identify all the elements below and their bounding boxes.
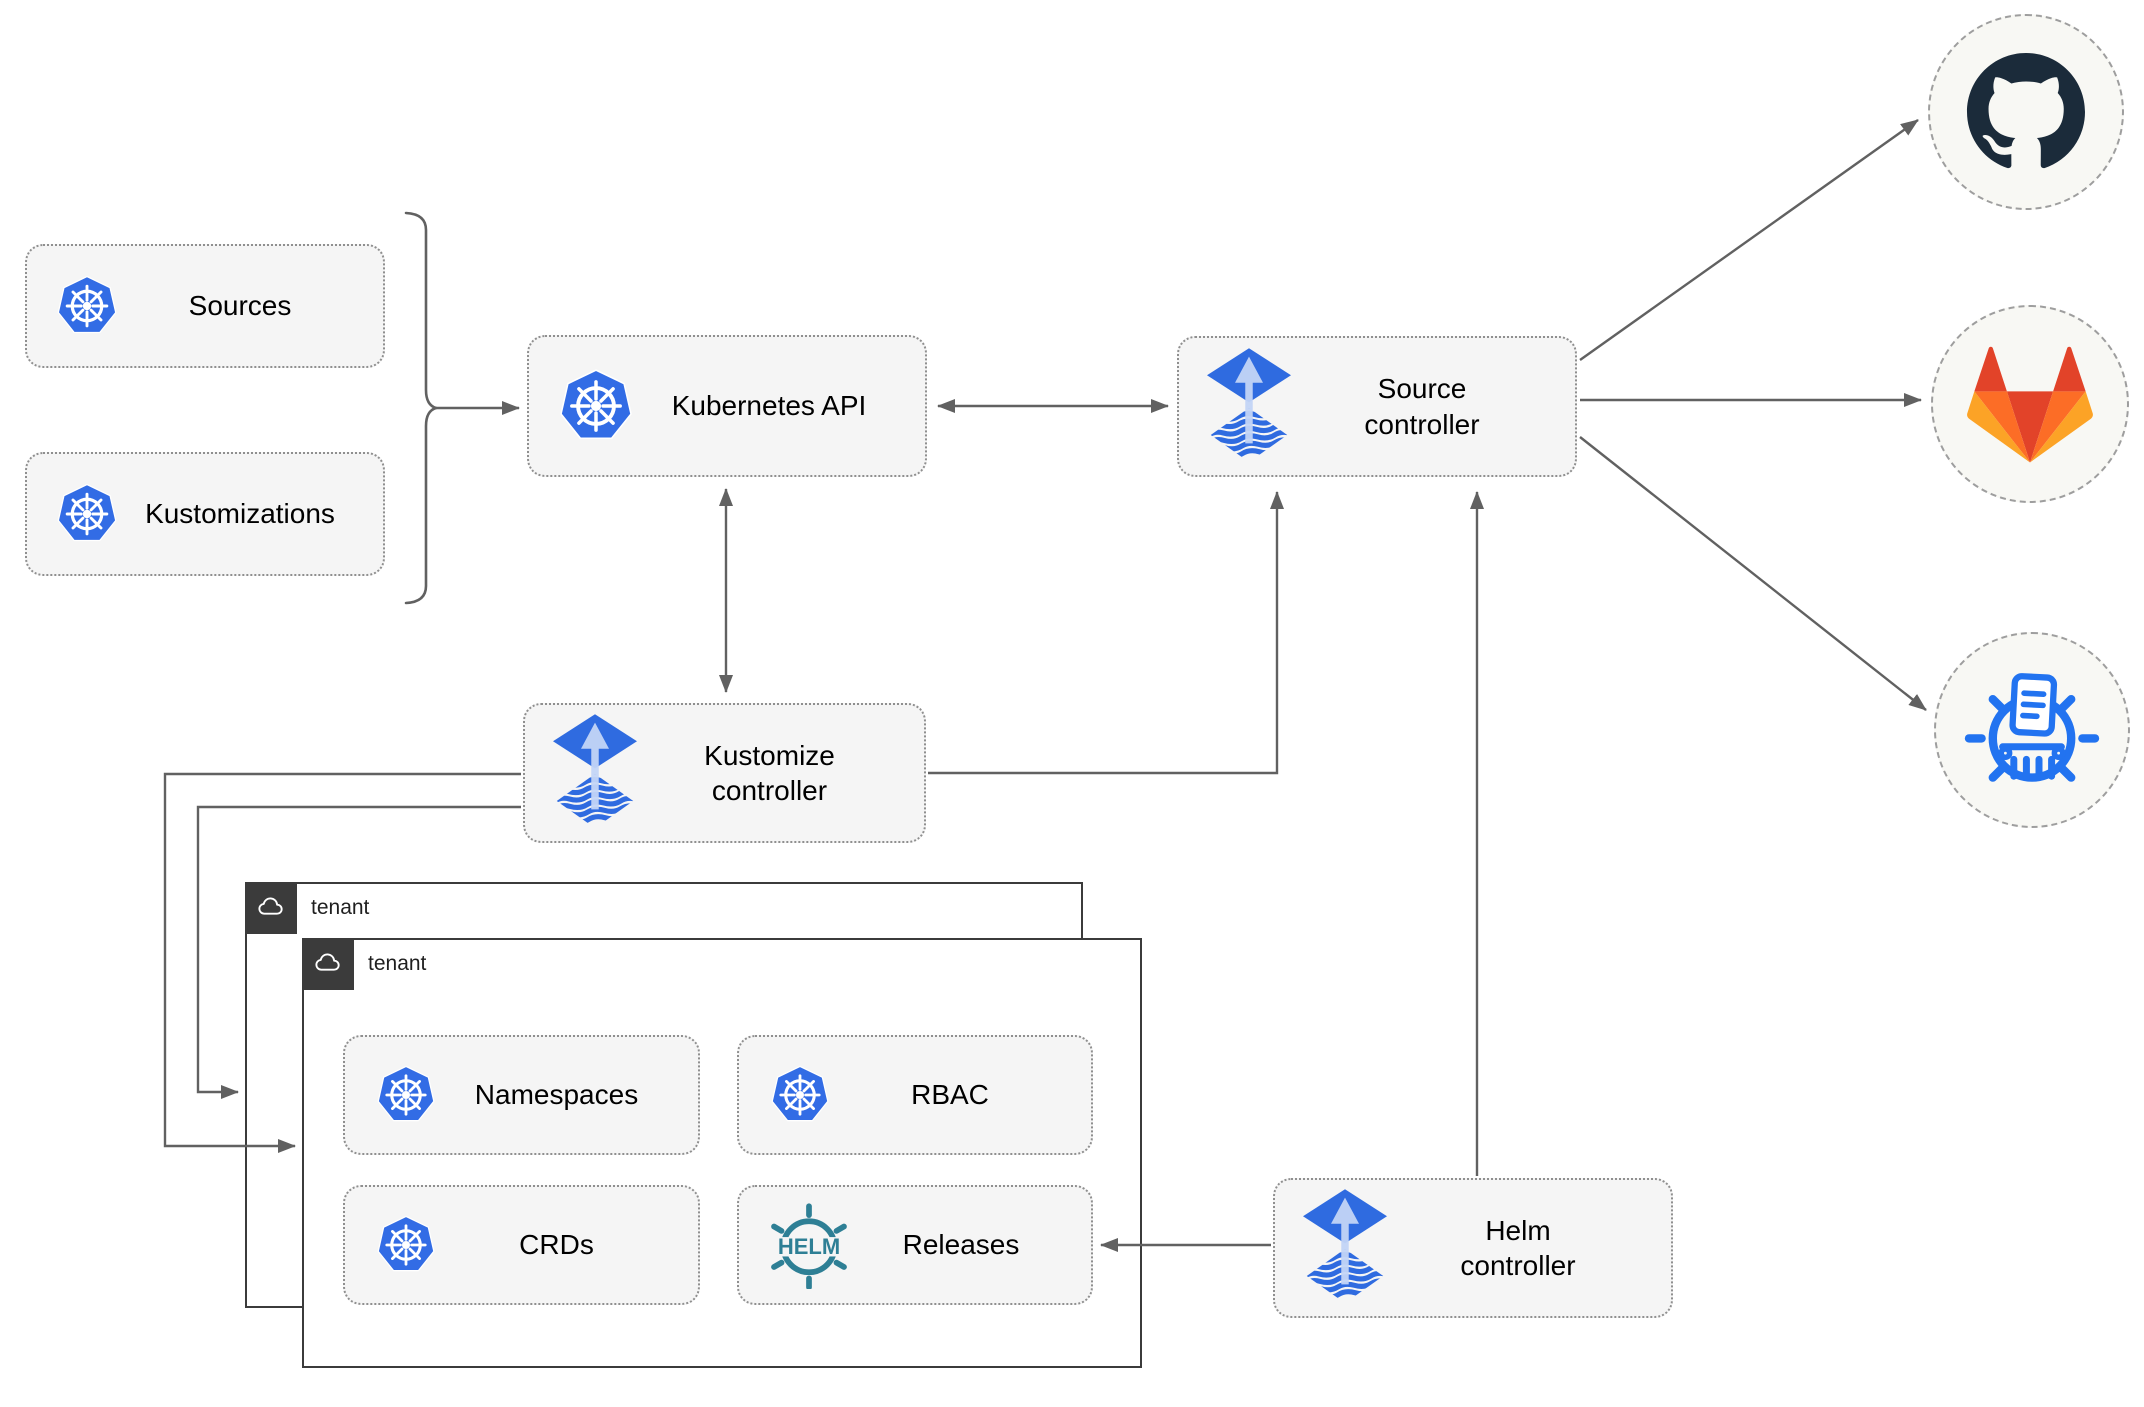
kubernetes-icon [557, 367, 635, 445]
node-label: Releases [902, 1229, 1020, 1261]
group-bracket [404, 211, 441, 605]
kubernetes-icon [769, 1064, 831, 1126]
node-kustomizations: Kustomizations [25, 452, 385, 576]
flux-icon [1303, 1188, 1387, 1308]
tenant-tag [301, 937, 354, 990]
tenant-label: tenant [311, 895, 370, 919]
node-rbac: RBAC [737, 1035, 1093, 1155]
node-sources: Sources [25, 244, 385, 368]
kubernetes-icon [375, 1214, 437, 1276]
edge-source-to-github [1579, 119, 1919, 361]
node-label: Kubernetes API [671, 390, 867, 422]
cloud-icon [257, 896, 283, 915]
helm-icon: HELM [765, 1201, 853, 1289]
node-label: Kustomizations [145, 498, 335, 530]
chartmuseum-registry-icon [1964, 673, 2100, 782]
node-label: RBAC [911, 1079, 989, 1111]
gitlab-icon [1967, 346, 2093, 463]
node-label: CRDs [519, 1229, 594, 1261]
kubernetes-icon [55, 482, 119, 546]
node-label: Sources [188, 290, 292, 322]
remote-gitlab [1931, 305, 2129, 503]
kubernetes-icon [55, 274, 119, 338]
tenant-tag [244, 881, 297, 934]
node-releases: HELM Releases [737, 1185, 1093, 1305]
flux-icon [553, 713, 637, 833]
edge-kustomize-to-source-controller [928, 491, 1284, 775]
remote-github [1928, 14, 2124, 210]
node-kubernetes-api: Kubernetes API [527, 335, 927, 477]
node-namespaces: Namespaces [343, 1035, 700, 1155]
flux-icon [1207, 347, 1291, 467]
tenant-label: tenant [368, 951, 427, 975]
node-label: Namespaces [474, 1079, 639, 1111]
edge-source-to-registry [1579, 436, 1927, 711]
helm-wordmark: HELM [778, 1234, 840, 1259]
github-icon [1967, 53, 2085, 169]
node-crds: CRDs [343, 1185, 700, 1305]
cloud-icon [314, 952, 340, 971]
remote-registry [1934, 632, 2130, 828]
kubernetes-icon [375, 1064, 437, 1126]
